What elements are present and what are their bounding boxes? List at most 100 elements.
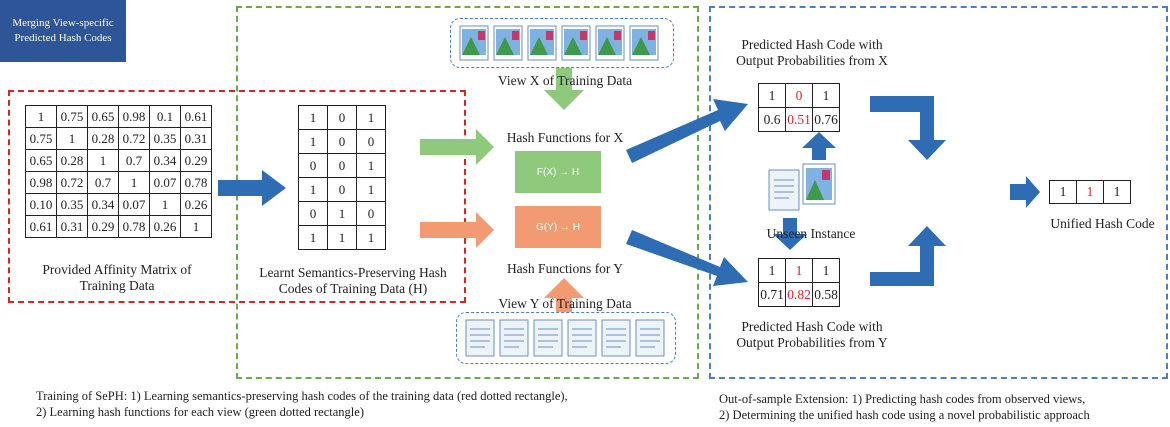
affinity-cell: 0.78 [180, 171, 212, 194]
affinity-cell: 0.34 [87, 193, 119, 216]
bit-cell: 1 [758, 83, 786, 108]
image-icon [595, 25, 625, 61]
hash-code-cell: 1 [327, 201, 357, 226]
bit-cell: 1 [758, 258, 786, 283]
hash-code-cell: 1 [298, 225, 328, 250]
affinity-cell: 0.98 [118, 105, 150, 128]
affinity-cell: 0.35 [149, 127, 181, 150]
arrow-unseen-up [802, 132, 836, 160]
hash-code-cell: 1 [356, 225, 386, 250]
image-icon [527, 25, 557, 61]
hash-code-cell: 0 [327, 129, 357, 154]
hash-code-cell: 0 [327, 105, 357, 130]
unseen-label: Unseen Instance [766, 226, 856, 241]
bit-cell: 1 [812, 258, 840, 283]
view-y-label: View Y of Training Data [498, 296, 632, 311]
prob-cell: 0.51 [785, 107, 813, 132]
arrow-viewx-down [544, 68, 584, 110]
prob-cell: 0.71 [758, 282, 786, 307]
arrow-predx-to-merge [870, 96, 946, 160]
affinity-cell: 0.7 [118, 149, 150, 172]
hash-codes-label: Learnt Semantics-Preserving Hash Codes o… [259, 265, 447, 296]
affinity-cell: 0.10 [25, 193, 57, 216]
image-icon [629, 25, 659, 61]
unseen-instance-icons [767, 162, 839, 218]
hash-codes-region [8, 90, 466, 303]
affinity-cell: 0.72 [56, 171, 88, 194]
hash-code-cell: 0 [298, 153, 328, 178]
affinity-cell: 0.07 [149, 171, 181, 194]
affinity-cell: 0.31 [56, 215, 88, 238]
document-icon [465, 319, 495, 357]
merge-box: Merging View-specific Predicted Hash Cod… [0, 0, 126, 62]
affinity-cell: 0.65 [25, 149, 57, 172]
hash-code-cell: 1 [327, 225, 357, 250]
bit-cell: 1 [785, 258, 813, 283]
hash-code-cell: 0 [298, 201, 328, 226]
affinity-cell: 0.65 [87, 105, 119, 128]
arrow-predy-to-merge [870, 226, 946, 286]
hash-fn-y-label: Hash Functions for Y [506, 261, 624, 276]
pred-y-title: Predicted Hash Code with Output Probabil… [736, 319, 888, 350]
hash-code-cell: 1 [298, 105, 328, 130]
affinity-cell: 0.72 [118, 127, 150, 150]
arrow-codes-to-fx [420, 129, 494, 165]
document-icon [533, 319, 563, 357]
document-icon [635, 319, 665, 357]
hash-code-cell: 1 [356, 105, 386, 130]
affinity-cell: 0.7 [87, 171, 119, 194]
affinity-cell: 1 [56, 127, 88, 150]
affinity-cell: 0.61 [180, 105, 212, 128]
affinity-cell: 0.34 [149, 149, 181, 172]
arrow-fx-to-predx [626, 99, 748, 163]
prob-cell: 0.82 [785, 282, 813, 307]
out-of-sample-region [709, 6, 1168, 379]
document-icon [601, 319, 631, 357]
caption-right: Out-of-sample Extension: 1) Predicting h… [719, 392, 1090, 422]
gy-function-box: G(Y) → H [515, 206, 601, 248]
affinity-cell: 0.35 [56, 193, 88, 216]
hash-code-cell: 0 [327, 177, 357, 202]
affinity-cell: 0.26 [180, 193, 212, 216]
arrow-codes-to-gy [420, 212, 494, 248]
bit-cell: 1 [1103, 180, 1131, 204]
affinity-cell: 1 [149, 193, 181, 216]
view-x-images [450, 18, 674, 68]
affinity-cell: 0.26 [149, 215, 181, 238]
hash-code-cell: 1 [356, 177, 386, 202]
document-icon [567, 319, 597, 357]
bit-cell: 1 [1076, 180, 1104, 204]
affinity-cell: 0.98 [25, 171, 57, 194]
unified-label: Unified Hash Code [1050, 216, 1155, 231]
arrow-viewy-up [544, 278, 584, 312]
affinity-cell: 1 [118, 171, 150, 194]
view-x-label: View X of Training Data [497, 73, 633, 88]
pred-x-title: Predicted Hash Code with Output Probabil… [736, 37, 888, 68]
affinity-cell: 0.61 [25, 215, 57, 238]
bit-cell: 0 [785, 83, 813, 108]
affinity-label: Provided Affinity Matrix of Training Dat… [42, 262, 192, 293]
affinity-cell: 0.29 [180, 149, 212, 172]
image-icon [802, 163, 836, 205]
fx-function-box: F(X) → H [515, 151, 601, 193]
hash-fn-x-label: Hash Functions for X [506, 130, 624, 145]
affinity-cell: 0.75 [25, 127, 57, 150]
affinity-cell: 0.75 [56, 105, 88, 128]
affinity-cell: 1 [180, 215, 212, 238]
image-icon [459, 25, 489, 61]
prob-cell: 0.58 [812, 282, 840, 307]
document-icon [768, 169, 800, 211]
prob-cell: 0.76 [812, 107, 840, 132]
